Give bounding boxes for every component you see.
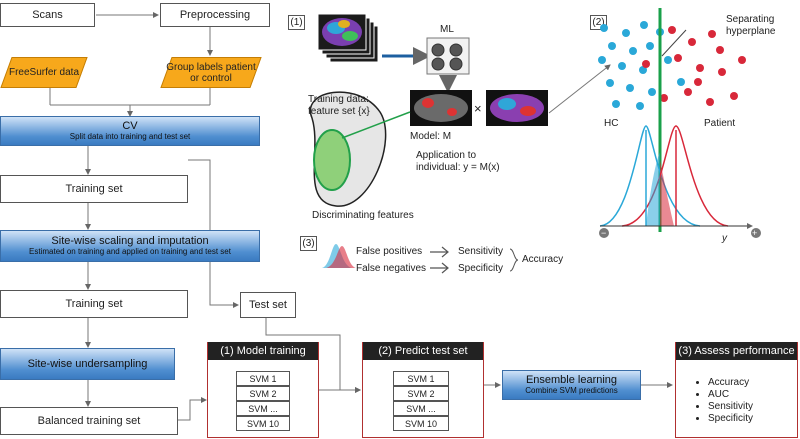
model-label: Model: M — [410, 131, 452, 142]
panel1-number: (1) — [288, 15, 305, 30]
metric-item: AUC — [708, 389, 753, 401]
group-labels-box: Group labels patient or control — [166, 57, 256, 88]
scaling-subtitle: Estimated on training and applied on tra… — [29, 247, 231, 256]
assess-performance-header: (3) Assess performance — [676, 342, 797, 360]
hyperplane-label: hyperplane — [726, 26, 776, 37]
patient-points — [642, 26, 746, 106]
hc-label: HC — [604, 118, 619, 129]
model-training-header: (1) Model training — [208, 342, 318, 360]
svm-item: SVM ... — [393, 401, 449, 416]
svm-item: SVM 10 — [236, 416, 290, 431]
mini-distribution-icon — [322, 244, 356, 268]
feature-set-label: feature set {x} — [308, 106, 370, 117]
training-set-box-1: Training set — [0, 175, 188, 203]
ensemble-learning-box: Ensemble learning Combine SVM prediction… — [502, 370, 641, 400]
training-data-label: Training data: — [308, 94, 369, 105]
performance-metric-list: Accuracy AUC Sensitivity Specificity — [694, 377, 753, 425]
times-symbol: × — [474, 101, 482, 116]
svm-item: SVM 1 — [236, 371, 290, 386]
ml-network-icon — [426, 37, 470, 75]
svm-item: SVM 10 — [393, 416, 449, 431]
svm-item: SVM 1 — [393, 371, 449, 386]
undersampling-title: Site-wise undersampling — [27, 358, 148, 370]
svm-item: SVM ... — [236, 401, 290, 416]
specificity-label: Specificity — [458, 263, 504, 274]
preprocessing-box: Preprocessing — [160, 3, 270, 27]
patient-label: Patient — [704, 118, 736, 129]
scans-box: Scans — [0, 3, 95, 27]
model-training-panel: (1) Model training SVM 1 SVM 2 SVM ... S… — [207, 342, 319, 438]
brain-scan-stack-icon — [317, 13, 379, 63]
false-negatives-label: False negatives — [356, 263, 427, 274]
accuracy-label: Accuracy — [522, 254, 564, 265]
ensemble-subtitle: Combine SVM predictions — [525, 386, 618, 395]
svm-item: SVM 2 — [236, 386, 290, 401]
predict-test-panel: (2) Predict test set SVM 1 SVM 2 SVM ...… — [362, 342, 484, 438]
hc-points — [598, 21, 685, 110]
false-positives-label: False positives — [356, 246, 423, 257]
y-axis-label: y — [722, 233, 727, 244]
ml-label: ML — [440, 24, 454, 35]
application-label: Application to — [416, 150, 477, 161]
svm-item: SVM 2 — [393, 386, 449, 401]
cv-box: CV Split data into training and test set — [0, 116, 260, 146]
separating-label: Separating — [726, 14, 775, 25]
discriminating-features-label: Discriminating features — [312, 210, 414, 221]
scaling-title: Site-wise scaling and imputation — [51, 235, 209, 247]
metric-item: Accuracy — [708, 377, 753, 389]
model-brain-icon — [410, 90, 472, 126]
panel3-number: (3) — [300, 236, 317, 251]
cv-title: CV — [122, 120, 138, 132]
individual-brain-icon — [486, 90, 548, 126]
test-set-box: Test set — [240, 292, 296, 318]
metric-item: Sensitivity — [708, 401, 753, 413]
metric-item: Specificity — [708, 413, 753, 425]
individual-label: individual: y = M(x) — [416, 162, 500, 173]
predict-test-header: (2) Predict test set — [363, 342, 483, 360]
ensemble-title: Ensemble learning — [525, 374, 618, 386]
minus-label: − — [601, 228, 607, 238]
feature-space-blob — [309, 91, 411, 207]
assess-performance-panel: (3) Assess performance Accuracy AUC Sens… — [675, 342, 798, 438]
freesurfer-data-box: FreeSurfer data — [6, 57, 82, 88]
scaling-imputation-box: Site-wise scaling and imputation Estimat… — [0, 230, 260, 262]
cv-subtitle: Split data into training and test set — [69, 132, 191, 141]
undersampling-box: Site-wise undersampling — [0, 348, 175, 380]
training-set-box-2: Training set — [0, 290, 188, 318]
distribution-curves — [599, 125, 761, 238]
sensitivity-label: Sensitivity — [458, 246, 504, 257]
plus-label: + — [752, 228, 758, 238]
balanced-training-set-box: Balanced training set — [0, 407, 178, 435]
